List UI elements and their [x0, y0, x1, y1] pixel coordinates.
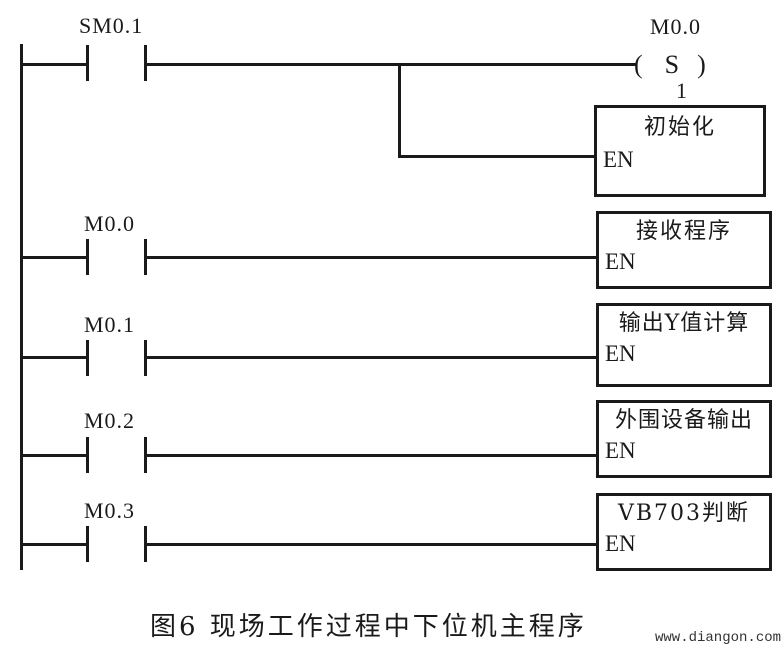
- wire: [20, 63, 88, 66]
- enable-input-label: EN: [603, 147, 634, 172]
- set-coil-icon[interactable]: ( S): [634, 52, 706, 78]
- box-title: VB703判断: [617, 501, 751, 526]
- subroutine-box-output-y-calc[interactable]: 输出Y值计算 EN: [596, 303, 772, 387]
- subroutine-box-peripheral-output[interactable]: 外围设备输出 EN: [596, 400, 772, 478]
- coil-symbol: S: [664, 50, 680, 79]
- wire: [144, 63, 637, 66]
- branch-wire: [398, 63, 401, 158]
- coil-close-paren: ): [697, 50, 706, 79]
- contact-label: M0.3: [84, 498, 136, 523]
- box-title: 初始化: [643, 115, 716, 140]
- figure-caption: 图6 现场工作过程中下位机主程序: [150, 612, 587, 642]
- branch-wire: [398, 155, 597, 158]
- contact-label: M0.0: [84, 211, 136, 236]
- contact-label: M0.1: [84, 312, 136, 337]
- wire: [144, 454, 597, 457]
- contact-label: M0.2: [84, 408, 136, 433]
- coil-open-paren: (: [634, 50, 643, 79]
- contact-label: SM0.1: [79, 13, 144, 38]
- box-title: 输出Y值计算: [618, 311, 750, 336]
- enable-input-label: EN: [605, 438, 636, 463]
- coil-count: 1: [676, 78, 688, 103]
- subroutine-box-init[interactable]: 初始化 EN: [594, 105, 766, 197]
- box-title: 接收程序: [635, 219, 732, 244]
- left-power-rail: [20, 44, 23, 570]
- wire: [144, 356, 597, 359]
- wire: [20, 256, 88, 259]
- coil-address: M0.0: [650, 14, 702, 39]
- watermark: www.diangon.com: [655, 630, 782, 646]
- subroutine-box-vb703-check[interactable]: VB703判断 EN: [596, 493, 772, 571]
- wire: [20, 356, 88, 359]
- wire: [144, 543, 597, 546]
- enable-input-label: EN: [605, 341, 636, 366]
- wire: [20, 454, 88, 457]
- enable-input-label: EN: [605, 531, 636, 556]
- wire: [144, 256, 597, 259]
- box-title: 外围设备输出: [614, 408, 753, 433]
- subroutine-box-receive[interactable]: 接收程序 EN: [596, 211, 772, 289]
- wire: [20, 543, 88, 546]
- enable-input-label: EN: [605, 249, 636, 274]
